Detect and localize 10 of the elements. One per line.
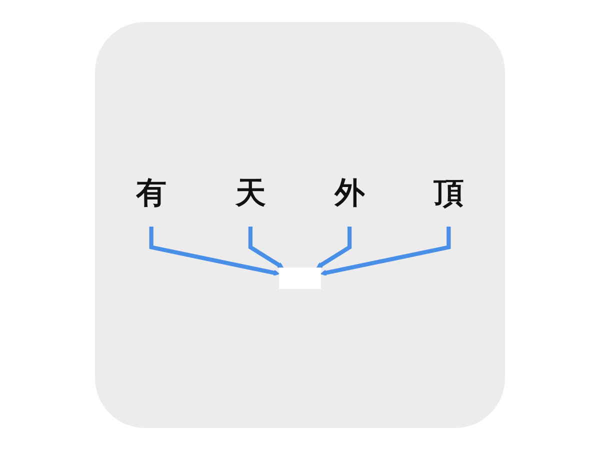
node-text: 天 xyxy=(235,176,266,212)
arrow xyxy=(316,227,352,269)
node-box xyxy=(279,268,321,290)
arrow xyxy=(320,227,451,276)
arrow xyxy=(149,227,280,276)
node-text: 外 xyxy=(334,176,365,212)
card-background: 有 天 外 頂 xyxy=(95,22,505,428)
node-text: 頂 xyxy=(434,176,464,212)
node-text: 有 xyxy=(136,176,166,212)
arrow xyxy=(248,227,284,269)
